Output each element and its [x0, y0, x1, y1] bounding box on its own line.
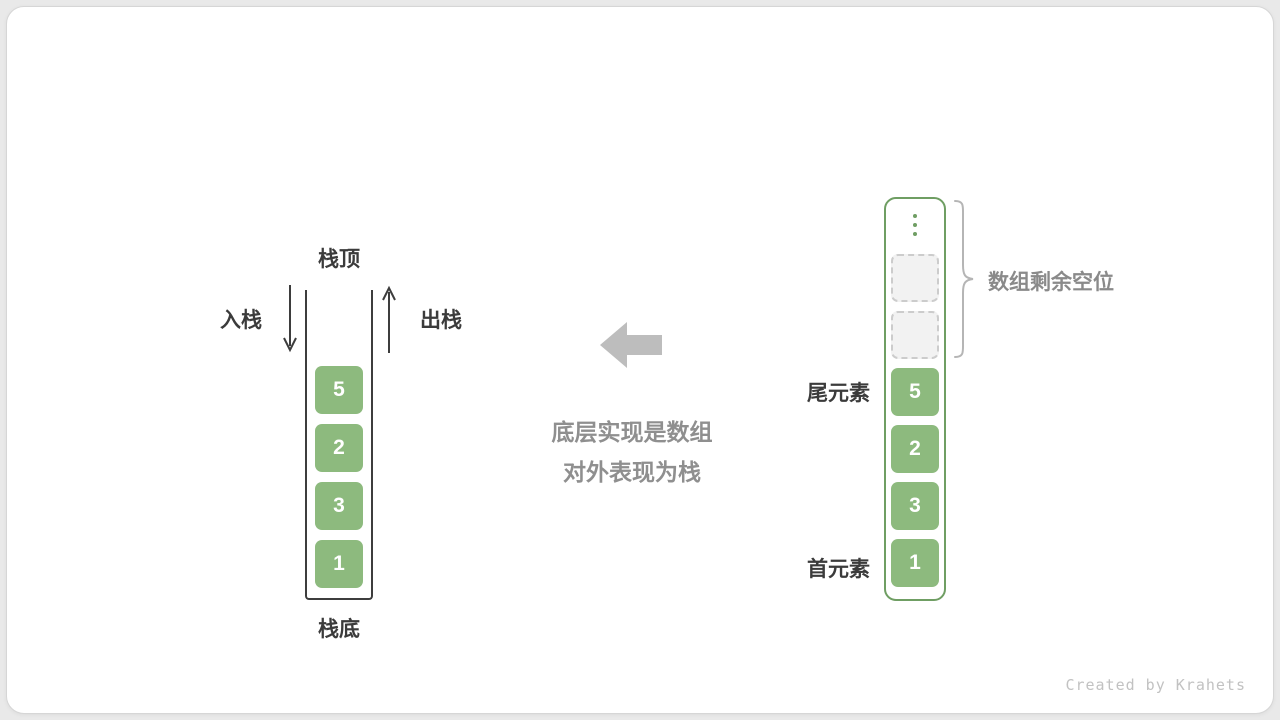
tail-element-label: 尾元素	[807, 382, 870, 405]
stack-bottom-label: 栈底	[318, 618, 360, 641]
head-element-label: 首元素	[807, 558, 870, 581]
center-caption-line1: 底层实现是数组	[551, 419, 713, 445]
array-empty-slot	[891, 311, 939, 359]
canvas-card	[6, 6, 1274, 714]
stack-cell: 1	[315, 540, 363, 588]
array-container: 5 2 3 1	[884, 197, 946, 601]
credit-text: Created by Krahets	[1065, 676, 1246, 694]
vertical-ellipsis-icon	[913, 205, 917, 245]
pop-label: 出栈	[420, 309, 462, 332]
stack-cell: 3	[315, 482, 363, 530]
stack-cell: 2	[315, 424, 363, 472]
push-arrow-down-icon	[283, 285, 297, 353]
array-cell: 3	[891, 482, 939, 530]
stack-container: 5 2 3 1	[305, 290, 373, 600]
array-cell: 1	[891, 539, 939, 587]
stack-top-label: 栈顶	[318, 248, 360, 271]
pop-arrow-up-icon	[382, 285, 396, 353]
center-caption: 底层实现是数组 对外表现为栈	[490, 412, 774, 492]
remaining-slots-label: 数组剩余空位	[988, 271, 1114, 294]
push-label: 入栈	[220, 309, 262, 332]
array-cell: 2	[891, 425, 939, 473]
arrow-left-icon	[600, 322, 662, 368]
array-empty-slot	[891, 254, 939, 302]
stack-cell: 5	[315, 366, 363, 414]
array-cell: 5	[891, 368, 939, 416]
center-caption-line2: 对外表现为栈	[563, 459, 701, 485]
curly-brace-icon	[954, 200, 974, 358]
